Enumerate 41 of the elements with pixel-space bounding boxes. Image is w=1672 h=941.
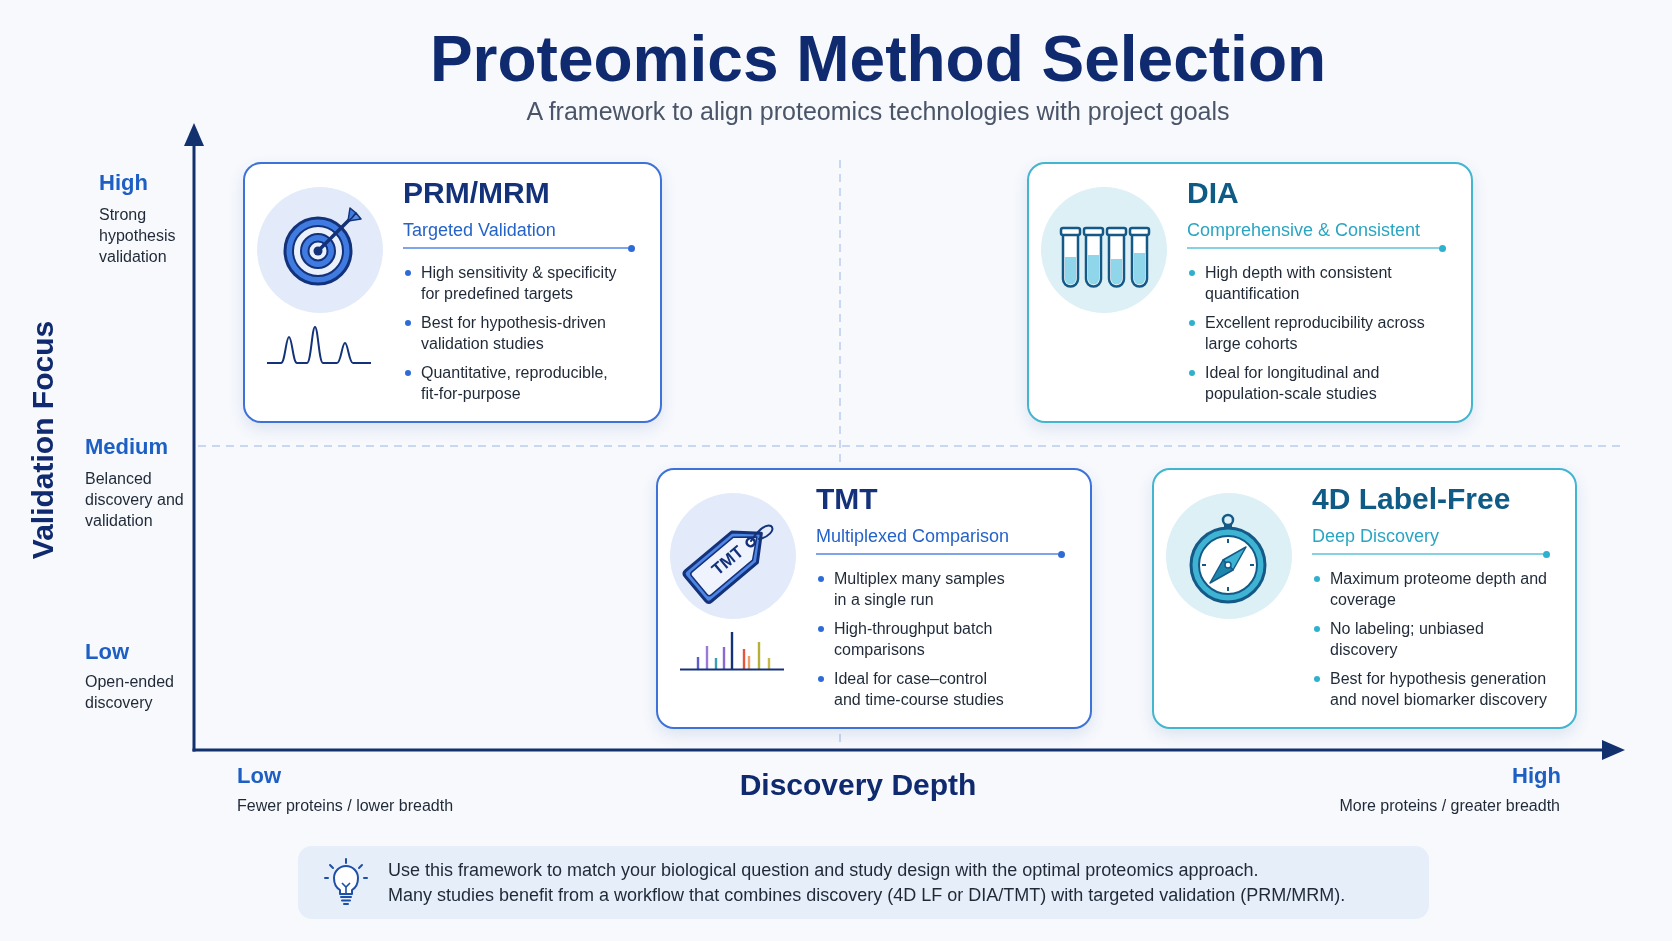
note-panel <box>298 846 1429 919</box>
bullet-text: Ideal for case–control and time-course studies <box>834 669 1005 710</box>
bullet-text: High depth with consistent quantification <box>1205 263 1393 304</box>
subtitle: A framework to align proteomics technologies with project goals <box>525 96 1231 126</box>
axis-level-description: Fewer proteins / lower breadth <box>237 796 454 816</box>
title: Proteomics Method Selection <box>428 27 1328 91</box>
axis-level-description: Strong hypothesis validation <box>99 205 177 267</box>
card-subtitle: Deep Discovery <box>1312 525 1441 548</box>
bullet-text: Best for hypothesis-driven validation studies <box>421 313 607 354</box>
card-subtitle: Multiplexed Comparison <box>816 525 1011 548</box>
method-card <box>1027 162 1473 423</box>
axis-level-description: Open-ended discovery <box>85 672 175 713</box>
card-title: 4D Label-Free <box>1312 481 1512 517</box>
bullet-text: Maximum proteome depth and coverage <box>1330 569 1548 610</box>
axis-level-description: Belanced discovery and validation <box>85 469 185 531</box>
axis-level-label: High <box>99 170 148 196</box>
method-card <box>656 468 1092 729</box>
bullet-text: Quantitative, reproducible, fit-for-purpose <box>421 363 609 404</box>
card-title: DIA <box>1187 175 1240 211</box>
card-subtitle: Targeted Validation <box>403 219 557 242</box>
axis-level-label: Low <box>85 639 129 665</box>
bullet-text: Multiplex many samples in a single run <box>834 569 1006 610</box>
bullet-text: No labeling; unbiased discovery <box>1330 619 1485 660</box>
axis-title: Validation Focus <box>26 320 60 560</box>
card-subtitle: Comprehensive & Consistent <box>1187 219 1422 242</box>
axis-level-label: Medium <box>85 434 169 460</box>
bullet-text: Best for hypothesis generation and novel biomarker discovery <box>1330 669 1548 710</box>
method-card <box>243 162 662 423</box>
card-title: PRM/MRM <box>403 175 551 211</box>
axis-level-description: More proteins / greater breadth <box>1339 796 1560 816</box>
note-text: Many studies benefit from a workflow that combines discovery (4D LF or DIA/TMT) with targeted validation (PRM/MRM). <box>388 884 1346 907</box>
bullet-text: High-throughput batch comparisons <box>834 619 994 660</box>
bullet-text: High sensitivity & specificity for predefined targets <box>421 263 618 304</box>
axis-title: Discovery Depth <box>739 768 977 802</box>
card-title: TMT <box>816 481 879 517</box>
bullet-text: Ideal for longitudinal and population-scale studies <box>1205 363 1381 404</box>
axis-level-label: Low <box>237 763 281 789</box>
axis-level-label: High <box>1512 763 1561 789</box>
note-text: Use this framework to match your biological question and study design with the optimal proteomics approach. <box>388 859 1260 882</box>
method-card <box>1152 468 1577 729</box>
bullet-text: Excellent reproducibility across large cohorts <box>1205 313 1426 354</box>
